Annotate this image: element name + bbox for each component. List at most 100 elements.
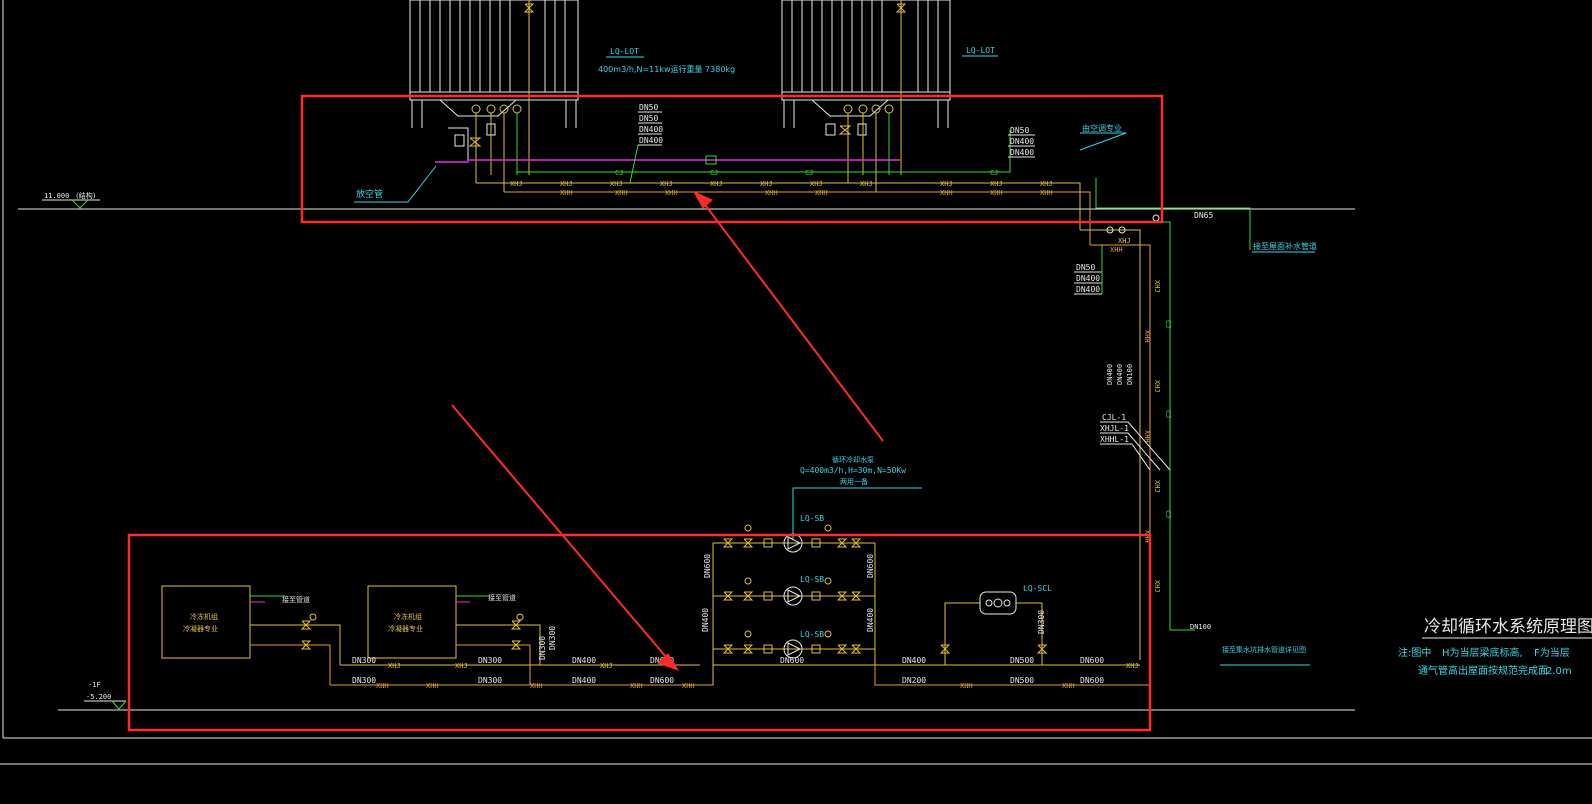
drawing-title: 冷却循环水系统原理图 [1424,617,1592,637]
svg-text:XHH: XHH [665,189,678,197]
svg-text:DN300: DN300 [478,676,502,685]
svg-text:CJ: CJ [615,169,623,177]
svg-text:XHH: XHH [1143,530,1151,543]
svg-text:XHJ: XHJ [560,180,573,188]
pump-valves [722,524,862,654]
pump-1[interactable]: LQ-SB [783,514,824,553]
svg-text:XHJ: XHJ [510,180,523,188]
top-pipe-codes: XHJ XHJ XHJ XHJ XHJ XHJ XHJ XHJ XHJ XHJ … [510,169,1053,197]
svg-text:DN300: DN300 [352,676,376,685]
svg-text:XHH: XHH [1110,246,1123,254]
svg-text:XHJ: XHJ [610,180,623,188]
tower-spec: 400m3/h,N=11kw运行重量 7380kg [598,64,735,74]
svg-text:DN400: DN400 [572,676,596,685]
bottom-return-pipe [330,665,1150,686]
highlight-box-top [300,94,1164,224]
svg-text:DN50: DN50 [639,114,658,123]
pump-spec-block: 循环冷却水泵 Q=400m3/h,H=30m,N=50Kw 两用一备 [792,455,922,540]
top-vent-pipe [435,155,900,165]
svg-text:LQ-SB: LQ-SB [800,630,824,639]
svg-text:XHH: XHH [530,682,543,690]
svg-text:DN200: DN200 [902,676,926,685]
riser-size-labels: DN400 DN400 DN100 DN100 [1106,364,1211,631]
svg-text:H为当层梁底标高,: H为当层梁底标高, [1442,646,1523,659]
chiller-connections [250,595,541,685]
svg-text:XHJ: XHJ [1153,480,1161,493]
svg-text:XHH: XHH [990,189,1003,197]
svg-text:DN400: DN400 [1116,364,1124,385]
svg-text:DN400: DN400 [639,125,663,134]
svg-text:XHH: XHH [815,189,828,197]
svg-text:DN600: DN600 [650,676,674,685]
svg-text:冷凝器专业: 冷凝器专业 [388,624,423,633]
bottom-right-note: 接至集水坑排水管道详见图 [1222,645,1306,654]
svg-text:XHJ: XHJ [660,180,673,188]
arrow-down-head [657,653,680,671]
tower-label-left: LQ-LOT [610,47,639,56]
svg-text:LQ-SB: LQ-SB [800,575,824,584]
tower-label-right: LQ-LOT [966,46,995,55]
pump-2[interactable]: LQ-SB [783,575,824,606]
svg-text:DN50: DN50 [639,103,658,112]
svg-text:DN600: DN600 [703,554,712,578]
riser-tags: CJL-1 XHJL-1 XHHL-1 [1100,413,1171,471]
svg-text:(结构): (结构) [76,191,96,200]
svg-text:XHJ: XHJ [710,180,723,188]
svg-text:注:图中: 注:图中 [1398,646,1431,659]
pump-3[interactable]: LQ-SB [783,630,824,659]
chiller-box-right[interactable]: 冷冻机组 冷凝器专业 [367,585,457,659]
svg-text:XHHL-1: XHHL-1 [1100,435,1129,444]
svg-text:DN50: DN50 [1010,126,1029,135]
svg-text:-5.200: -5.200 [86,693,111,701]
riser-codes: XHJ XHH XHJ XHJ XHJ XHJ XHH XHH XHH CJ C… [1110,237,1172,593]
svg-text:XHH: XHH [615,189,628,197]
svg-text:XHJ: XHJ [760,180,773,188]
svg-text:XHJ: XHJ [810,180,823,188]
svg-text:DN600: DN600 [1080,676,1104,685]
svg-text:两用一备: 两用一备 [840,477,868,486]
svg-text:冷冻机组: 冷冻机组 [394,612,422,621]
bottom-pipe-codes: XHJ XHJ XHJ XHJ XHH XHH XHH XHH XHH XHH … [376,662,1139,690]
svg-text:XHH: XHH [426,682,439,690]
svg-text:CJ: CJ [1164,510,1172,518]
svg-text:F为当层: F为当层 [1534,646,1570,659]
svg-text:DN300: DN300 [548,626,557,650]
cooling-tower-right[interactable] [781,0,951,128]
vent-pipe-label: 放空管 [356,188,383,200]
svg-text:DN100: DN100 [1190,623,1211,631]
svg-text:DN400: DN400 [1076,285,1100,294]
svg-text:DN600: DN600 [1080,656,1104,665]
svg-text:CJ: CJ [990,169,998,177]
svg-text:DN600: DN600 [780,656,804,665]
elevation-bottom: -1F -5.200 [84,681,127,710]
top-size-labels: DN50 DN50 DN400 DN400 DN50 DN400 DN400 D… [629,103,1213,295]
svg-text:DN300: DN300 [538,636,547,660]
svg-text:CJ: CJ [805,169,813,177]
chiller-box-left[interactable]: 冷冻机组 冷凝器专业 [161,585,251,659]
svg-text:通气管高出屋面按规范完成面: 通气管高出屋面按规范完成面 [1418,664,1548,677]
highlight-annotations [127,94,1164,732]
drawing-title-block: 冷却循环水系统原理图 注:图中 H为当层梁底标高, F为当层 通气管高出屋面按规… [1398,617,1592,677]
svg-text:CJL-1: CJL-1 [1102,413,1126,422]
svg-text:DN400: DN400 [1076,274,1100,283]
svg-text:DN65: DN65 [1194,211,1213,220]
svg-text:DN400: DN400 [572,656,596,665]
svg-text:XHH: XHH [940,189,953,197]
highlight-box-bottom [127,533,1152,732]
svg-text:XHH: XHH [630,682,643,690]
svg-text:DN400: DN400 [1010,137,1034,146]
right-top-note-1: 由空调专业 [1082,123,1122,133]
svg-text:XHH: XHH [376,682,389,690]
svg-text:XHJ: XHJ [1153,580,1161,593]
svg-text:XHJL-1: XHJL-1 [1100,424,1129,433]
svg-text:CJ: CJ [1164,410,1172,418]
arrow-up-line [699,197,884,442]
svg-text:DN300: DN300 [352,656,376,665]
svg-text:XHJ: XHJ [940,180,953,188]
cooling-tower-left[interactable] [409,0,579,128]
filter-unit[interactable]: LQ-SCL [939,584,1052,665]
arrow-down-line [451,404,673,665]
top-return-pipe [504,191,1091,245]
top-makeup-pipe [517,130,1251,250]
